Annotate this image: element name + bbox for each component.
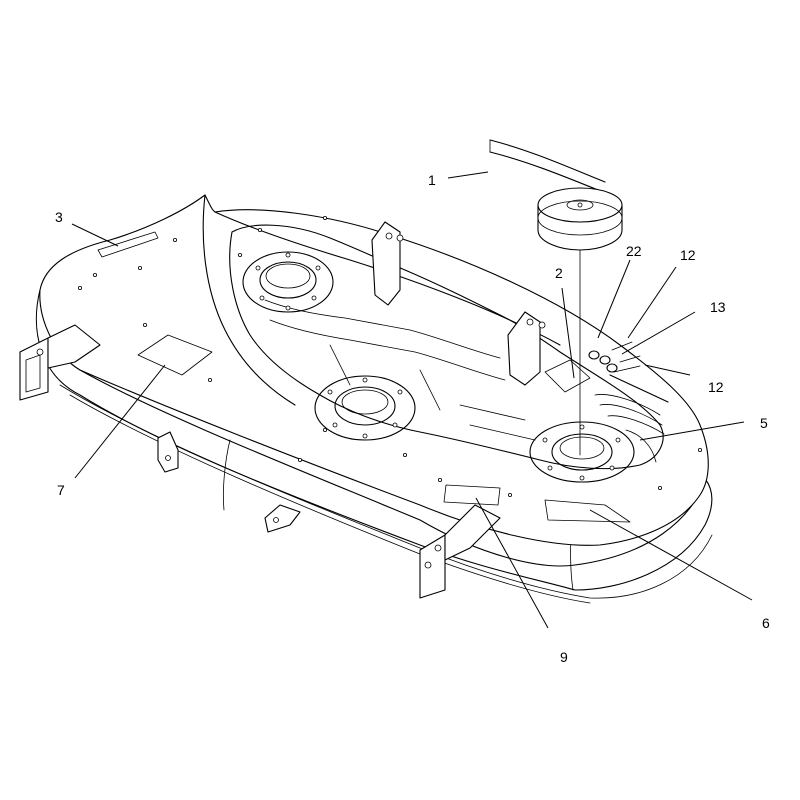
- callouts: 1 2 3 5 6 7 9 12 12 13 22: [55, 172, 770, 665]
- callout-5: 5: [760, 415, 768, 431]
- callout-12-bottom: 12: [708, 379, 724, 395]
- decals: [97, 231, 631, 523]
- belt: [489, 139, 606, 191]
- decal-9: [443, 484, 501, 506]
- hitch-bracket-right: [419, 504, 501, 599]
- side-clips: [157, 431, 301, 533]
- callout-6: 6: [762, 615, 770, 631]
- rear-mount-bracket-left: [371, 221, 404, 306]
- callout-1: 1: [428, 172, 436, 188]
- deck-slots: [594, 394, 665, 463]
- spindle-housing-right: [529, 421, 635, 483]
- callout-22: 22: [626, 243, 642, 259]
- callout-12-top: 12: [680, 247, 696, 263]
- callout-2: 2: [555, 265, 563, 281]
- pulley: [537, 187, 623, 251]
- decal-6: [544, 499, 631, 523]
- deck-holes: [78, 215, 703, 497]
- hitch-bracket-left: [19, 324, 101, 401]
- decal-7: [137, 334, 213, 376]
- spindle-housing-left: [242, 251, 334, 313]
- decal-3: [97, 231, 159, 258]
- callout-13: 13: [710, 299, 726, 315]
- callout-7: 7: [57, 482, 65, 498]
- rear-mount-bracket-right: [507, 311, 546, 386]
- callout-9: 9: [560, 649, 568, 665]
- leader-lines: [71, 171, 753, 629]
- decal-2: [544, 359, 591, 393]
- hardware-stack: [588, 341, 669, 403]
- spindle-housing-center: [314, 375, 416, 441]
- callout-3: 3: [55, 209, 63, 225]
